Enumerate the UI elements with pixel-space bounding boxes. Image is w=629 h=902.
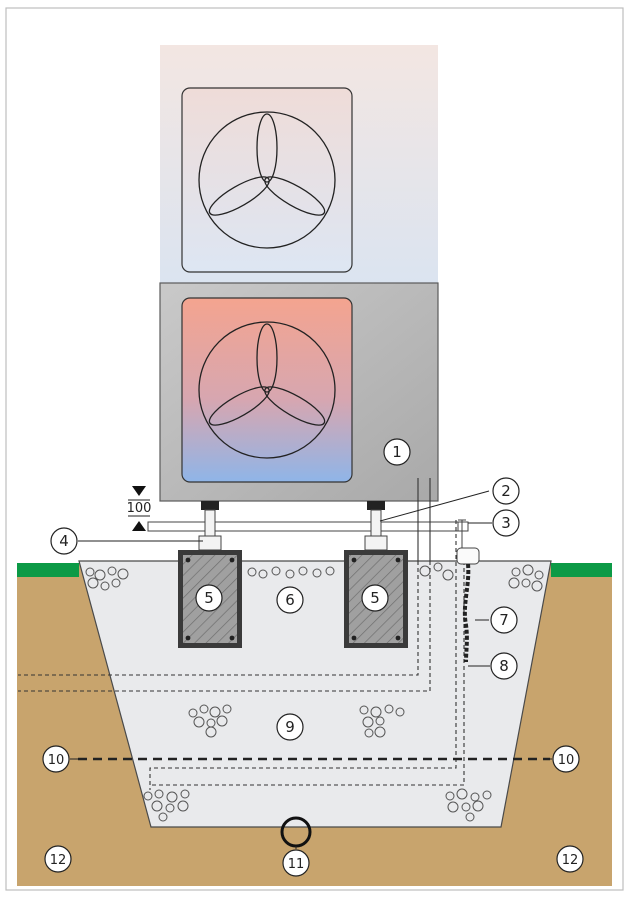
damper-right [364,535,388,551]
callout-10-right: 10 [558,753,575,768]
dimension-arrow-icon [128,486,150,531]
upper-fan-panel [181,87,353,273]
callout-5-left: 5 [204,589,214,607]
callout-1: 1 [392,443,402,461]
leader-lines [70,490,552,849]
callout-11: 11 [288,857,305,872]
condensate-hose [456,519,480,663]
callout-2: 2 [501,482,511,500]
gravel-icon [85,562,544,822]
grass-right [551,563,612,577]
callout-3: 3 [501,514,511,532]
callout-6: 6 [285,591,295,609]
unit-foot-left [201,501,219,510]
dimension-label: 100 [127,501,152,516]
post-right [370,509,382,537]
callout-circles-on-parts [195,584,389,614]
callout-circles [42,438,584,877]
lower-fan-panel [181,297,353,483]
callout-8: 8 [499,657,509,675]
callout-4: 4 [59,532,69,550]
mounting-rail [147,521,469,532]
callout-12-right: 12 [562,853,579,868]
unit-foot-right [367,501,385,510]
post-left [204,509,216,537]
gravel-trench [78,560,552,828]
callout-5-right: 5 [370,589,380,607]
callout-7: 7 [499,611,509,629]
pipe-lines [18,478,465,790]
damper-left [198,535,222,551]
grass-left [17,563,79,577]
callout-10-left: 10 [48,753,65,768]
callout-9: 9 [285,718,295,736]
callout-12-left: 12 [50,853,67,868]
